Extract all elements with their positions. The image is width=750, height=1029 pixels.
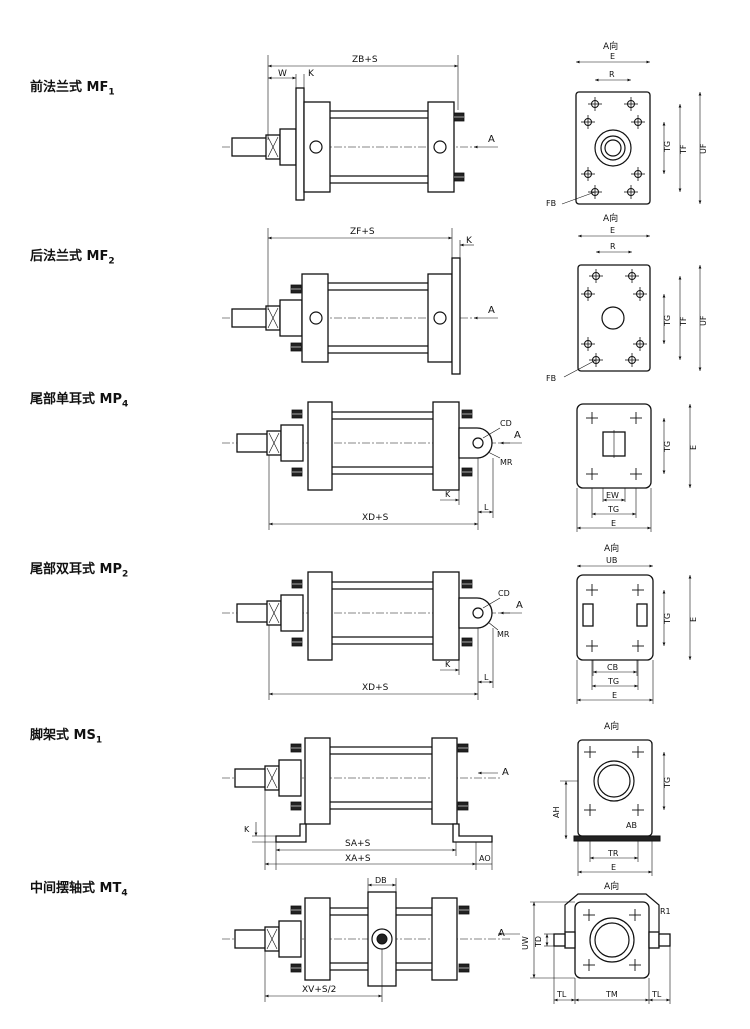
side-view-ms1: A SA+S XA+S AO K: [222, 737, 509, 870]
arrow-a-ms1: A: [502, 767, 509, 778]
dim-cd-mp2: CD: [498, 589, 510, 598]
dim-td: TD: [534, 936, 543, 948]
dim-fb-mf2: FB: [546, 374, 556, 383]
side-view-mp2: CD MR A XD+S K L: [222, 571, 523, 700]
dim-r-mf1: R: [609, 70, 615, 79]
dim-zb-s: ZB+S: [352, 55, 378, 65]
dim-k-ms1: K: [244, 825, 250, 834]
dim-db: DB: [375, 876, 387, 885]
side-view-mp4: CD MR A XD+S K L: [222, 401, 522, 530]
dim-tg-bottom-mp4: TG: [607, 505, 619, 514]
side-view-mf1: ZB+S W K A: [222, 55, 498, 201]
dim-mr-mp2: MR: [497, 630, 510, 639]
dim-ah: AH: [552, 807, 561, 819]
dim-tg-ms1: TG: [663, 777, 672, 789]
end-view-mf2: A向 E R TG TF UF FB: [546, 212, 708, 383]
dim-ab: AB: [626, 821, 637, 830]
label-rear-flange-mf2: 后法兰式 MF2: [30, 249, 115, 267]
end-view-mt4: A向 R1 TD UW TL TM TL: [521, 880, 671, 1004]
dim-tg-mf2: TG: [663, 315, 672, 327]
arrow-a-mt4: A: [498, 928, 505, 939]
dim-l-mp4: L: [484, 503, 489, 512]
dim-ew-mp4: EW: [606, 491, 619, 500]
dim-tg-side-mp4: TG: [663, 441, 672, 453]
arrow-a-mp2: A: [516, 600, 523, 611]
dim-e-side-mp4: E: [689, 445, 698, 450]
dim-uf-mf1: UF: [699, 143, 708, 154]
dim-zf-s: ZF+S: [350, 227, 375, 237]
view-a-ms1: A向: [604, 720, 619, 732]
dim-xd-s-mp2: XD+S: [362, 683, 389, 693]
dim-tm: TM: [605, 990, 618, 999]
dim-tg-mf1: TG: [663, 141, 672, 153]
dim-xa-s: XA+S: [345, 854, 371, 864]
dim-l-mp2: L: [484, 673, 489, 682]
arrow-a-mp4: A: [514, 430, 521, 441]
dim-xd-s-mp4: XD+S: [362, 513, 389, 523]
end-view-mp4: EW TG E TG E: [576, 403, 698, 532]
dim-e-bottom-mp2: E: [612, 691, 617, 700]
view-a-mf2: A向: [603, 212, 618, 224]
dim-tr: TR: [607, 849, 619, 858]
dim-xv-s2: XV+S/2: [302, 985, 336, 995]
dim-tg-side-mp2: TG: [663, 613, 672, 625]
side-view-mt4: DB A XV+S/2: [222, 876, 520, 1002]
dim-tf-mf1: TF: [679, 144, 688, 155]
dim-k-mp2: K: [445, 660, 451, 669]
dim-e-mf2: E: [610, 226, 615, 235]
end-view-mf1: A向 E R TG TF UF FB: [546, 40, 708, 208]
dim-tl-right: TL: [651, 990, 662, 999]
dim-k-mp4: K: [445, 490, 451, 499]
label-rear-single-ear-mp4: 尾部单耳式 MP4: [30, 392, 129, 410]
dim-w: W: [278, 69, 287, 79]
dim-uw: UW: [521, 936, 530, 950]
dim-tf-mf2: TF: [679, 316, 688, 327]
arrow-a-mf1: A: [488, 134, 495, 145]
end-view-ms1: A向 AH TG AB TR E: [552, 720, 672, 876]
dim-r-mf2: R: [610, 242, 616, 251]
label-rear-double-ear-mp2: 尾部双耳式 MP2: [30, 562, 129, 580]
view-a-mt4: A向: [604, 880, 619, 892]
dim-uf-mf2: UF: [699, 315, 708, 326]
view-a-mf1: A向: [603, 40, 618, 52]
dim-mr-mp4: MR: [500, 458, 513, 467]
dim-k: K: [308, 69, 315, 79]
dim-tl-left: TL: [556, 990, 567, 999]
label-center-trunnion-mt4: 中间摆轴式 MT4: [30, 881, 128, 899]
dim-cb-mp2: CB: [607, 663, 618, 672]
side-view-mf2: ZF+S K A: [222, 227, 498, 375]
end-view-mp2: A向 UB CB TG E TG E: [576, 542, 698, 704]
arrow-a-mf2: A: [488, 305, 495, 316]
label-foot-mount-ms1: 脚架式 MS1: [30, 728, 103, 746]
dim-fb-mf1: FB: [546, 199, 556, 208]
dim-e-bottom-mp4: E: [611, 519, 616, 528]
dim-ao: AO: [479, 854, 491, 863]
dim-tg-bottom-mp2: TG: [607, 677, 619, 686]
dim-ub-mp2: UB: [606, 556, 617, 565]
dim-cd-mp4: CD: [500, 419, 512, 428]
dim-e-mf1: E: [610, 52, 615, 61]
label-front-flange-mf1: 前法兰式 MF1: [30, 80, 115, 98]
dim-r1: R1: [660, 907, 671, 916]
view-a-mp2: A向: [604, 542, 619, 554]
dim-e-ms1: E: [611, 863, 616, 872]
dim-k-mf2: K: [466, 236, 473, 246]
dim-sa-s: SA+S: [345, 839, 371, 849]
dim-e-side-mp2: E: [689, 617, 698, 622]
